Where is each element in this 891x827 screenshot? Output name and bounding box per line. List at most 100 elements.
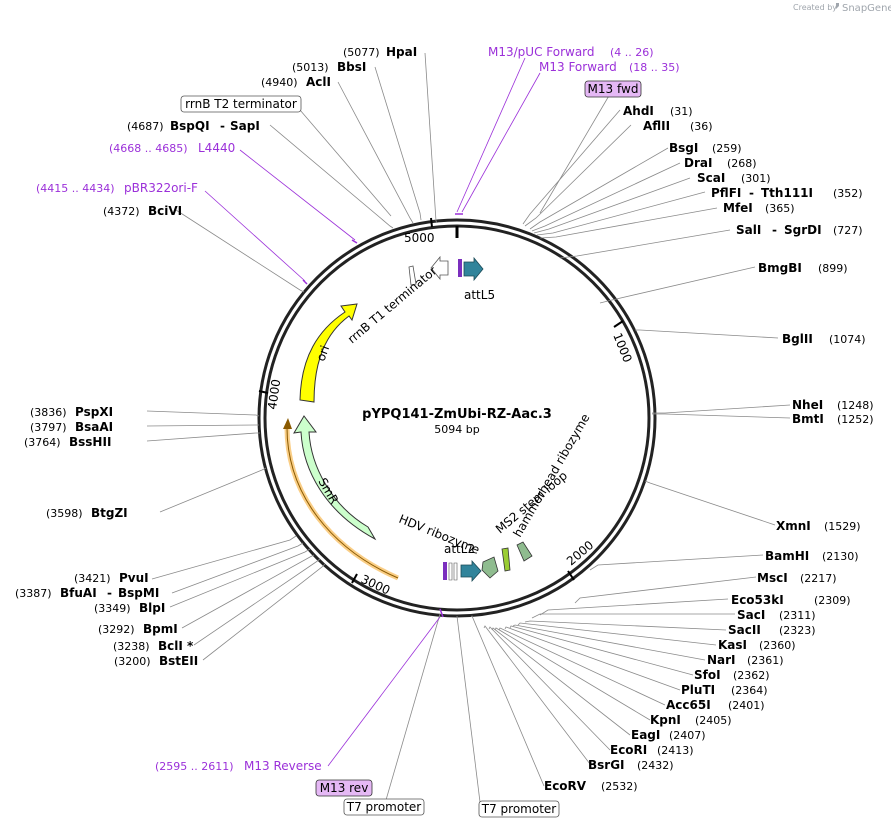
enzyme-ahdi[interactable]: AhdI <box>623 104 654 118</box>
enzyme-pos-bmti: (1252) <box>837 413 874 426</box>
primer-range-m13-puc-forward: (4 .. 26) <box>610 46 654 59</box>
enzyme-acc65i[interactable]: Acc65I <box>666 698 711 712</box>
enzyme-bsteii[interactable]: BstEII <box>159 654 198 668</box>
enzyme-bfuai[interactable]: BfuAI <box>60 586 97 600</box>
enzyme-pos-pspxi: (3836) <box>30 406 67 419</box>
feature-label-ori: ori <box>314 344 332 363</box>
enzyme-drai[interactable]: DraI <box>684 156 712 170</box>
enzyme-pflfi-dash: - <box>749 186 754 200</box>
enzyme-bpmi[interactable]: BpmI <box>143 622 178 636</box>
enzyme-aflii[interactable]: AflII <box>643 119 670 133</box>
enzyme-saci[interactable]: SacI <box>737 608 765 622</box>
enzyme-eagi[interactable]: EagI <box>631 728 660 742</box>
enzyme-sgrdi[interactable]: SgrDI <box>784 223 822 237</box>
enzyme-pos-scai: (301) <box>741 172 771 185</box>
rrnb-t2-label: rrnB T2 terminator <box>185 97 297 111</box>
enzyme-pos-sfoi: (2362) <box>733 669 770 682</box>
enzyme-hpai[interactable]: HpaI <box>386 45 417 59</box>
enzyme-bspmi[interactable]: BspMI <box>118 586 159 600</box>
enzyme-kasi[interactable]: KasI <box>718 638 747 652</box>
enzyme-pos-mfei: (365) <box>765 202 795 215</box>
enzyme-bsrgi[interactable]: BsrGI <box>588 758 625 772</box>
m13-rev-box[interactable]: M13 rev <box>315 779 373 797</box>
enzyme-pos-btgzi: (3598) <box>46 507 83 520</box>
enzyme-pos-bamhi: (2130) <box>822 550 859 563</box>
enzyme-pos-acli: (4940) <box>261 76 298 89</box>
enzyme-pos-nhei: (1248) <box>837 399 874 412</box>
enzyme-mfei[interactable]: MfeI <box>723 201 753 215</box>
enzyme-sapi[interactable]: SapI <box>230 119 260 133</box>
enzyme-bcli[interactable]: BclI * <box>158 639 194 653</box>
enzyme-pflfi[interactable]: PflFI <box>711 186 741 200</box>
enzyme-kpni[interactable]: KpnI <box>650 713 681 727</box>
primer-m13-puc-forward[interactable]: M13/pUC Forward <box>488 45 595 59</box>
enzyme-acli[interactable]: AclI <box>306 75 331 89</box>
feature-ms2-stem-loop[interactable] <box>501 547 511 572</box>
enzyme-tth111i[interactable]: Tth111I <box>761 186 813 200</box>
enzyme-bsgi[interactable]: BsgI <box>669 141 698 155</box>
enzyme-pos-eco53ki: (2309) <box>814 594 851 607</box>
enzyme-pos-bbsi: (5013) <box>292 61 329 74</box>
feature-hdv-ribozyme[interactable] <box>481 556 499 579</box>
t7-promoter-right-label: T7 promoter <box>481 802 557 816</box>
enzyme-sfoi[interactable]: SfoI <box>694 668 721 682</box>
enzyme-bcivi[interactable]: BciVI <box>148 204 182 218</box>
t7-promoter-right-box[interactable]: T7 promoter <box>478 800 560 818</box>
enzyme-pos-kasi: (2360) <box>759 639 796 652</box>
rrnb-t2-box[interactable]: rrnB T2 terminator <box>180 95 302 113</box>
enzyme-bmti[interactable]: BmtI <box>792 412 824 426</box>
enzyme-pos-bcivi: (4372) <box>103 205 140 218</box>
enzyme-sali-dash: - <box>772 223 777 237</box>
feature-rrnb-t1[interactable] <box>408 255 449 286</box>
primer-sites <box>302 213 463 618</box>
m13-rev-label: M13 rev <box>320 781 369 795</box>
t7-promoter-left-label: T7 promoter <box>346 800 422 814</box>
enzyme-msci[interactable]: MscI <box>757 571 788 585</box>
primer-range-m13-reverse: (2595 .. 2611) <box>155 760 234 773</box>
enzyme-scai[interactable]: ScaI <box>697 171 725 185</box>
enzyme-pluti[interactable]: PluTI <box>681 683 715 697</box>
enzyme-pvui[interactable]: PvuI <box>119 571 149 585</box>
created-by-text: Created by <box>793 3 837 12</box>
feature-attl5[interactable] <box>458 256 484 282</box>
enzyme-bspqi[interactable]: BspQI <box>170 119 210 133</box>
enzyme-pos-kpni: (2405) <box>695 714 732 727</box>
feature-ori[interactable] <box>299 303 358 403</box>
plasmid-name: pYPQ141-ZmUbi-RZ-Aac.3 <box>362 407 552 422</box>
enzyme-btgzi[interactable]: BtgZI <box>91 506 128 520</box>
enzyme-pos-bcli: (3238) <box>113 640 150 653</box>
enzyme-bmgbi[interactable]: BmgBI <box>758 261 802 275</box>
primer-range-l4440: (4668 .. 4685) <box>109 142 188 155</box>
enzyme-pos-sacii: (2323) <box>779 624 816 637</box>
enzyme-nari[interactable]: NarI <box>707 653 736 667</box>
enzyme-sali[interactable]: SalI <box>736 223 761 237</box>
primer-pbr322ori-f[interactable]: pBR322ori-F <box>124 181 198 195</box>
enzyme-bsshii[interactable]: BssHII <box>69 435 111 449</box>
enzyme-bglii[interactable]: BglII <box>782 332 813 346</box>
primer-m13-forward[interactable]: M13 Forward <box>539 60 617 74</box>
enzyme-pos-pflfi: (352) <box>833 187 863 200</box>
enzyme-eco53ki[interactable]: Eco53kI <box>731 593 784 607</box>
enzyme-nhei[interactable]: NheI <box>792 398 823 412</box>
enzyme-blpi[interactable]: BlpI <box>139 601 165 615</box>
enzyme-ecorv[interactable]: EcoRV <box>544 779 587 793</box>
feature-orange-arc <box>283 418 399 581</box>
feature-hammerhead-ribozyme[interactable] <box>516 541 533 562</box>
primer-l4440[interactable]: L4440 <box>198 141 235 155</box>
primer-leaders <box>204 57 541 767</box>
enzyme-pspxi[interactable]: PspXI <box>75 405 113 419</box>
feature-smr[interactable] <box>293 415 377 541</box>
enzyme-bamhi[interactable]: BamHI <box>765 549 809 563</box>
enzyme-pos-aflii: (36) <box>690 120 713 133</box>
enzyme-pos-bsaai: (3797) <box>30 421 67 434</box>
enzyme-bbsi[interactable]: BbsI <box>337 60 366 74</box>
enzyme-sacii[interactable]: SacII <box>728 623 761 637</box>
enzyme-xmni[interactable]: XmnI <box>776 519 811 533</box>
enzyme-ecori[interactable]: EcoRI <box>610 743 647 757</box>
enzyme-pos-xmni: (1529) <box>824 520 861 533</box>
primer-m13-reverse[interactable]: M13 Reverse <box>244 759 322 773</box>
enzyme-bsaai[interactable]: BsaAI <box>75 420 113 434</box>
t7-promoter-left-box[interactable]: T7 promoter <box>343 798 425 816</box>
feature-attl2[interactable] <box>443 559 482 583</box>
m13-fwd-box[interactable]: M13 fwd <box>584 80 642 98</box>
